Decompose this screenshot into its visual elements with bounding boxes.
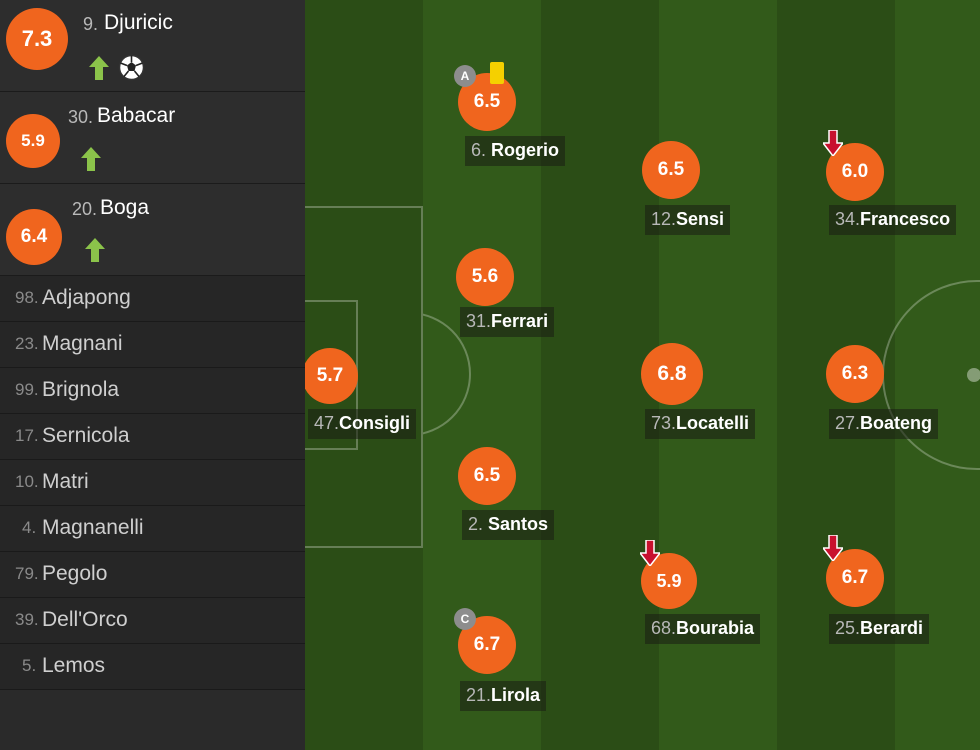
bench-row[interactable]: 79.Pegolo: [0, 552, 305, 598]
player-name-tag: 2. Santos: [462, 510, 555, 540]
sub-row[interactable]: 5.9 30. Babacar: [0, 92, 305, 184]
rating-badge: 6.5: [642, 141, 700, 199]
player-name: Brignola: [42, 378, 120, 401]
player-name-tag: 34.Francesco: [829, 205, 957, 235]
sub-off-icon: [823, 535, 843, 561]
player-number: 17.: [15, 426, 39, 445]
player-name: Djuricic: [104, 11, 173, 34]
bench-row[interactable]: 99.Brignola: [0, 368, 305, 414]
sub-row[interactable]: 7.3 9. Djuricic: [0, 0, 305, 92]
player-name-tag: 47.Consigli: [308, 409, 417, 439]
rating-badge: 6.8: [641, 343, 703, 405]
bench-row[interactable]: 39.Dell'Orco: [0, 598, 305, 644]
bench-row[interactable]: 10.Matri: [0, 460, 305, 506]
rating-badge: 5.7: [305, 348, 358, 404]
player-name-tag: 73.Locatelli: [645, 409, 756, 439]
player-name: Lemos: [42, 654, 106, 677]
yellow-card-icon: [490, 62, 504, 84]
rating-badge: 7.3: [6, 8, 68, 70]
player-name: Babacar: [97, 104, 176, 127]
player-name-tag: 31.Ferrari: [460, 307, 555, 337]
player-name-tag: 12.Sensi: [645, 205, 731, 235]
rating-badge: 6.3: [826, 345, 884, 403]
player-number: 79.: [15, 564, 39, 583]
player-name: Magnani: [42, 332, 123, 355]
rating-badge: 5.6: [456, 248, 514, 306]
player-number: 30.: [68, 107, 94, 127]
player-number: 99.: [15, 380, 39, 399]
sub-row[interactable]: 6.4 20. Boga: [0, 184, 305, 276]
player-name: Adjapong: [42, 286, 131, 309]
player-name: Sernicola: [42, 424, 130, 447]
player-name-tag: 21.Lirola: [460, 681, 547, 711]
player-number: 98.: [15, 288, 39, 307]
center-spot: [967, 368, 980, 382]
player-number: 5.: [22, 656, 37, 675]
player-number: 10.: [15, 472, 39, 491]
center-circle: [882, 280, 980, 470]
player-name: Matri: [42, 470, 89, 493]
sub-in-icon: [81, 147, 101, 171]
pitch: 6.5 A 6. Rogerio 6.5 12.Sensi 6.0 34.Fra…: [305, 0, 980, 750]
player-name: Dell'Orco: [42, 608, 128, 631]
rating-badge: 5.9: [6, 114, 60, 168]
player-name-tag: 25.Berardi: [829, 614, 930, 644]
player-name-tag: 27.Boateng: [829, 409, 939, 439]
player-number: 23.: [15, 334, 39, 353]
bench-row[interactable]: 98.Adjapong: [0, 276, 305, 322]
captain-badge: C: [454, 608, 476, 630]
bench-row[interactable]: 17.Sernicola: [0, 414, 305, 460]
sub-in-icon: [89, 56, 109, 80]
penalty-box: [305, 206, 423, 548]
player-number: 9.: [83, 14, 99, 34]
bench-row[interactable]: 5. Lemos: [0, 644, 305, 690]
player-name: Pegolo: [42, 562, 108, 585]
sub-in-icon: [85, 238, 105, 262]
player-number: 4.: [22, 518, 37, 537]
sub-off-icon: [640, 540, 660, 566]
player-number: 39.: [15, 610, 39, 629]
vice-captain-badge: A: [454, 65, 476, 87]
sub-off-icon: [823, 130, 843, 156]
bench-row[interactable]: 23.Magnani: [0, 322, 305, 368]
rating-badge: 6.4: [6, 209, 62, 265]
substitutes-panel: 7.3 9. Djuricic 5.9 30. Babacar 6.4 20. …: [0, 0, 305, 750]
rating-badge: 6.5: [458, 447, 516, 505]
player-name-tag: 68.Bourabia: [645, 614, 761, 644]
player-name-tag: 6. Rogerio: [465, 136, 566, 166]
goal-ball-icon: [118, 54, 145, 81]
player-name: Boga: [100, 196, 150, 219]
player-number: 20.: [72, 199, 98, 219]
player-name: Magnanelli: [42, 516, 144, 539]
bench-row[interactable]: 4. Magnanelli: [0, 506, 305, 552]
